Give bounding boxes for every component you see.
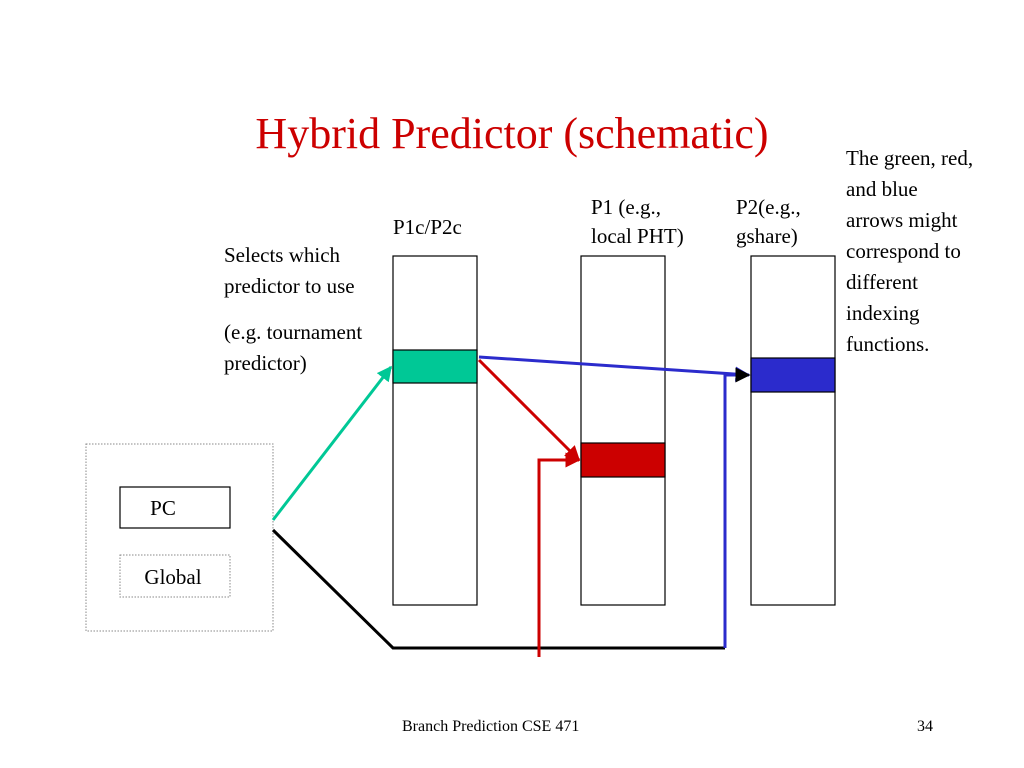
blue-index-line (723, 367, 751, 648)
chooser-label: P1c/P2c (393, 215, 462, 239)
black-global-line (271, 528, 725, 650)
footer-text: Branch Prediction CSE 471 (402, 718, 580, 735)
red-arrow-chooser-to-p1 (477, 358, 581, 462)
red-index-line (537, 452, 581, 657)
side-note: The green, red, and blue arrows might co… (846, 146, 974, 356)
global-box (119, 554, 231, 598)
p2-entry (750, 357, 836, 393)
p1-table (580, 255, 666, 606)
description-line4: predictor) (224, 351, 307, 375)
p2-label-line2: gshare) (736, 224, 798, 248)
green-arrow (271, 365, 393, 521)
p1-entry (580, 442, 666, 478)
p2-label-line1: P2(e.g., (736, 195, 801, 219)
global-label: Global (144, 565, 202, 589)
description-line3: (e.g. tournament (224, 320, 363, 344)
p2-table (750, 255, 836, 606)
page-number: 34 (917, 718, 933, 735)
p1-label-line1: P1 (e.g., (591, 195, 661, 219)
pc-label: PC (150, 496, 176, 520)
p1-label-line2: local PHT) (591, 224, 684, 248)
slide-title: Hybrid Predictor (schematic) (255, 109, 769, 158)
description-line1: Selects which (224, 243, 341, 267)
pc-box (119, 486, 231, 529)
description-line2: predictor to use (224, 274, 355, 298)
chooser-entry (392, 349, 478, 384)
chooser-table (392, 255, 478, 606)
blue-arrow-chooser-to-p2 (478, 355, 751, 382)
input-group-frame (85, 443, 274, 632)
